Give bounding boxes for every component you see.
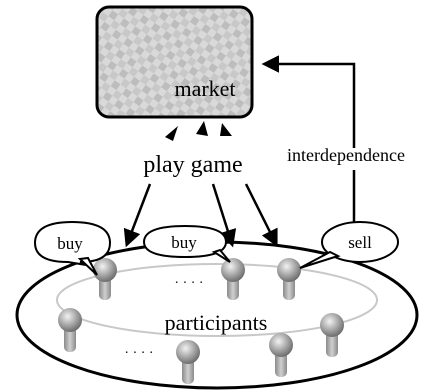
participant-1 (93, 258, 117, 300)
participant-4 (58, 308, 82, 352)
participant-3 (277, 258, 301, 300)
bubble-sell-text: sell (348, 233, 372, 252)
participant-2 (221, 258, 245, 300)
bubble-buy-left-text: buy (57, 234, 83, 253)
ellipsis-front: · · · · (174, 276, 203, 291)
participant-5 (176, 340, 200, 384)
interdependence-label: interdependence (287, 145, 405, 165)
speech-bubble-buy-left: buy (33, 220, 112, 276)
speech-bubble-buy-middle: buy (142, 224, 231, 263)
participant-figures (58, 258, 344, 384)
play-game-arrows (123, 183, 278, 248)
market-label: market (174, 76, 235, 101)
bubble-buy-middle-text: buy (171, 233, 197, 252)
play-game-label: play game (143, 152, 242, 178)
market-box (95, 5, 254, 119)
ellipsis-back: · · · · (124, 346, 153, 361)
inner-ring (56, 263, 378, 337)
speech-bubble-sell: sell (299, 221, 399, 269)
participant-7 (320, 313, 344, 357)
participants-label: participants (165, 310, 268, 335)
participant-6 (269, 333, 293, 377)
input-arrowheads (165, 121, 232, 141)
